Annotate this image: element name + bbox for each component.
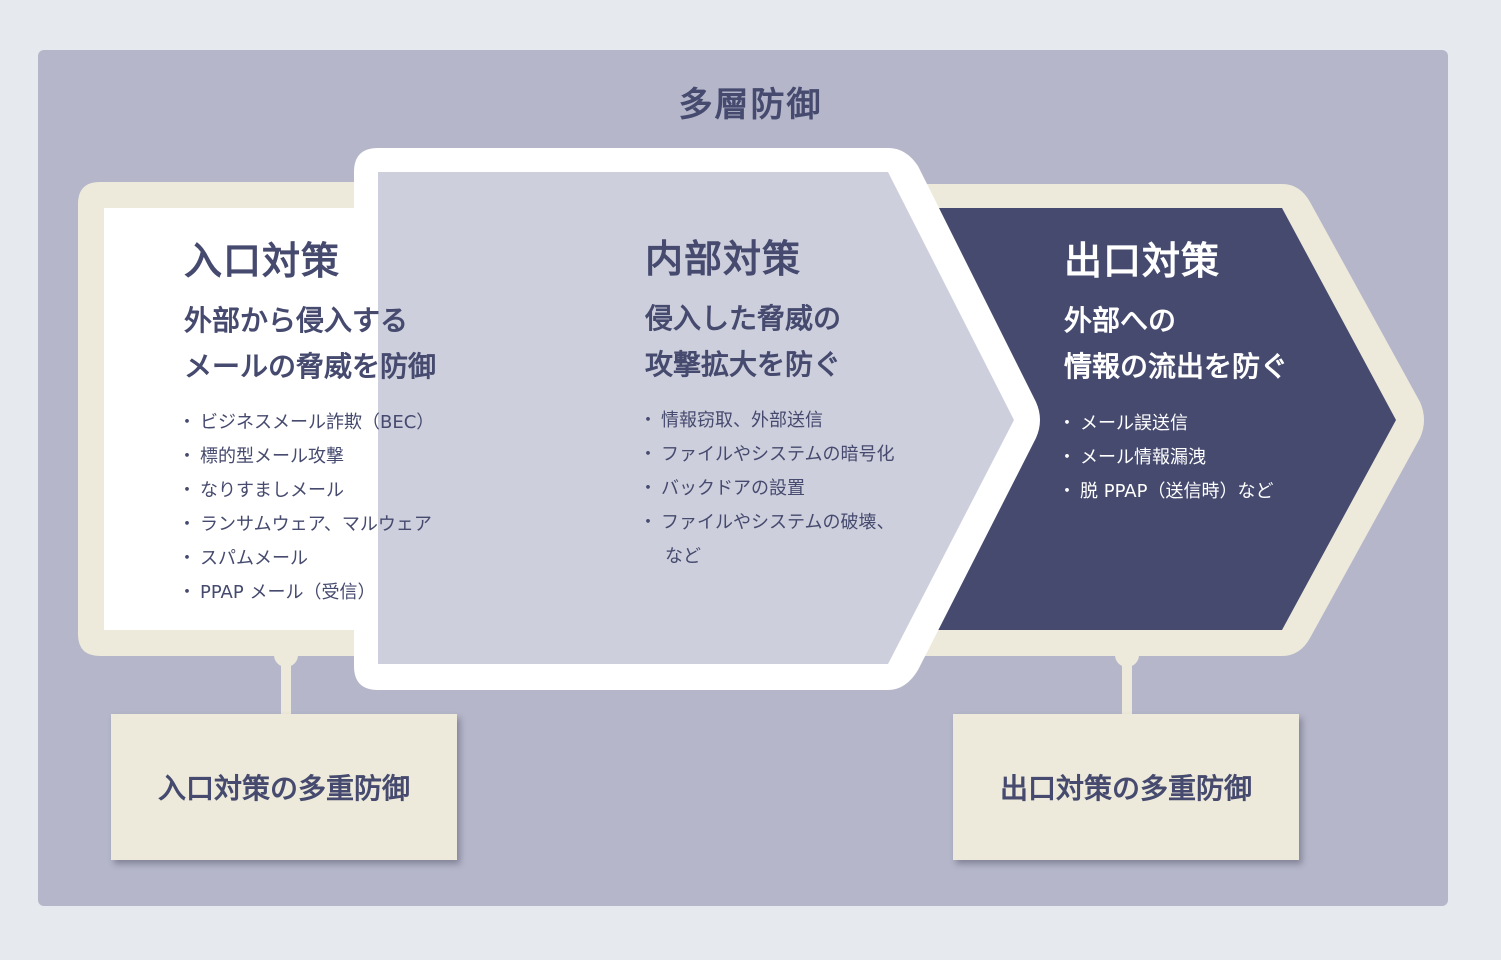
exit-subtitle: 外部への 情報の流出を防ぐ <box>1064 298 1288 390</box>
list-item: メール誤送信 <box>1058 407 1273 441</box>
entrance-multi-defense-box: 入口対策の多重防御 <box>111 714 457 860</box>
list-item: ファイルやシステムの暗号化 <box>639 438 894 472</box>
exit-threat-list: メール誤送信 メール情報漏洩 脱 PPAP（送信時）など <box>1058 407 1273 509</box>
exit-subtitle-line-1: 外部への <box>1064 304 1177 337</box>
entrance-subtitle-line-1: 外部から侵入する <box>184 304 409 337</box>
page-title: 多層防御 <box>678 85 823 125</box>
internal-subtitle: 侵入した脅威の 攻撃拡大を防ぐ <box>645 296 841 388</box>
list-item: ビジネスメール詐欺（BEC） <box>178 406 434 440</box>
list-item: スパムメール <box>178 542 434 576</box>
list-item: バックドアの設置 <box>639 472 894 506</box>
exit-multi-defense-label: 出口対策の多重防御 <box>999 772 1252 805</box>
internal-threat-list: 情報窃取、外部送信 ファイルやシステムの暗号化 バックドアの設置 ファイルやシス… <box>639 404 894 574</box>
exit-subtitle-line-2: 情報の流出を防ぐ <box>1064 350 1289 383</box>
list-item: 情報窃取、外部送信 <box>639 404 894 438</box>
internal-heading: 内部対策 <box>645 237 802 281</box>
internal-subtitle-line-2: 攻撃拡大を防ぐ <box>645 348 842 381</box>
exit-heading: 出口対策 <box>1064 239 1221 283</box>
internal-subtitle-line-1: 侵入した脅威の <box>645 302 842 335</box>
list-item: メール情報漏洩 <box>1058 441 1273 475</box>
entrance-threat-list: ビジネスメール詐欺（BEC） 標的型メール攻撃 なりすましメール ランサムウェア… <box>178 406 434 610</box>
list-item: ランサムウェア、マルウェア <box>178 508 434 542</box>
list-item: PPAP メール（受信） <box>178 576 434 610</box>
entrance-multi-defense-label: 入口対策の多重防御 <box>157 772 410 805</box>
exit-multi-defense-box: 出口対策の多重防御 <box>953 714 1299 860</box>
entrance-heading: 入口対策 <box>184 239 341 283</box>
list-item: ファイルやシステムの破壊、 <box>639 506 894 540</box>
list-item: 脱 PPAP（送信時）など <box>1058 475 1273 509</box>
entrance-subtitle-line-2: メールの脅威を防御 <box>184 350 437 383</box>
entrance-subtitle: 外部から侵入する メールの脅威を防御 <box>184 298 436 390</box>
list-item: 標的型メール攻撃 <box>178 440 434 474</box>
list-item-continuation: など <box>665 546 701 567</box>
list-item: なりすましメール <box>178 474 434 508</box>
